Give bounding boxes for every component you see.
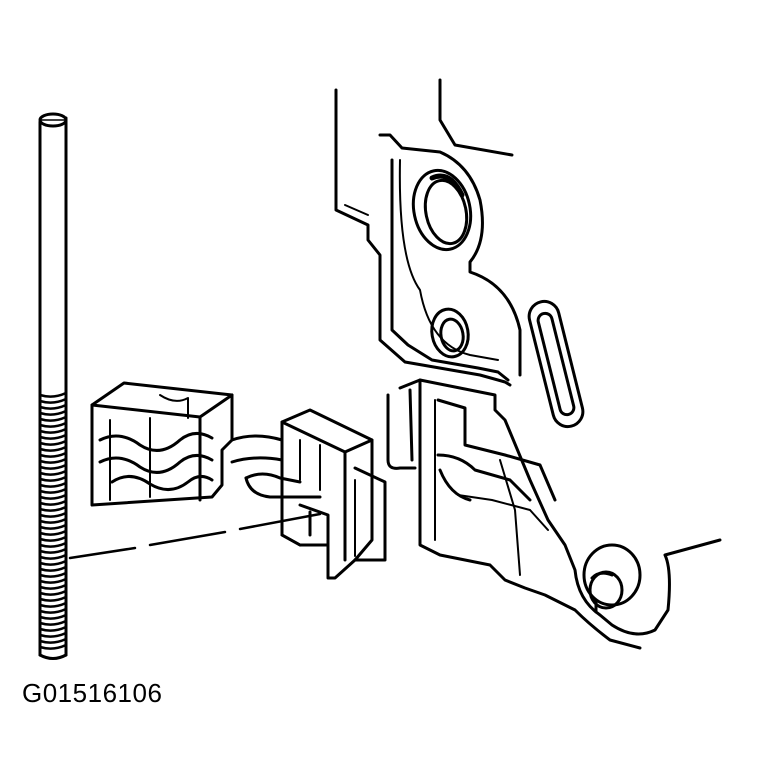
thread-ridge xyxy=(40,591,66,595)
thread-ridge xyxy=(40,621,66,625)
thread-ridge xyxy=(40,645,66,649)
figure-code: G01516106 xyxy=(22,678,163,708)
thread-ridge xyxy=(40,465,66,469)
thread-ridge xyxy=(40,471,66,475)
housing-bracket-icon xyxy=(336,80,720,648)
thread-ridge xyxy=(40,633,66,637)
thread-ridge xyxy=(40,585,66,589)
thread-ridge xyxy=(40,507,66,511)
thread-ridge xyxy=(40,441,66,445)
thread-ridge xyxy=(40,639,66,643)
thread-ridge xyxy=(40,489,66,493)
thread-ridge xyxy=(40,549,66,553)
thread-ridge xyxy=(40,519,66,523)
thread-ridge xyxy=(40,429,66,433)
thread-ridge xyxy=(40,417,66,421)
thread-ridge xyxy=(40,567,66,571)
thread-ridge xyxy=(40,495,66,499)
thread-ridge xyxy=(40,573,66,577)
thread-ridge xyxy=(40,615,66,619)
thread-ridge xyxy=(40,579,66,583)
thread-ridge xyxy=(40,459,66,463)
thread-ridge xyxy=(40,477,66,481)
thread-ridge xyxy=(40,453,66,457)
thread-ridge xyxy=(40,603,66,607)
clip-retainer-icon xyxy=(92,383,385,578)
thread-ridge xyxy=(40,597,66,601)
thread-ridge xyxy=(40,405,66,409)
thread-ridge xyxy=(40,627,66,631)
thread-ridge xyxy=(40,423,66,427)
thread-ridge xyxy=(40,447,66,451)
thread-ridge xyxy=(40,513,66,517)
thread-ridge xyxy=(40,525,66,529)
thread-ridge xyxy=(40,537,66,541)
thread-ridge xyxy=(40,543,66,547)
thread-ridge xyxy=(40,501,66,505)
thread-ridge xyxy=(40,393,66,397)
leader-line xyxy=(70,514,320,558)
thread-ridge xyxy=(40,483,66,487)
thread-ridge xyxy=(40,561,66,565)
thread-ridge xyxy=(40,411,66,415)
thread-ridge xyxy=(40,435,66,439)
threaded-stud-icon xyxy=(40,114,66,659)
thread-ridge xyxy=(40,609,66,613)
thread-ridge xyxy=(40,555,66,559)
thread-ridge xyxy=(40,531,66,535)
thread-ridge xyxy=(40,399,66,403)
